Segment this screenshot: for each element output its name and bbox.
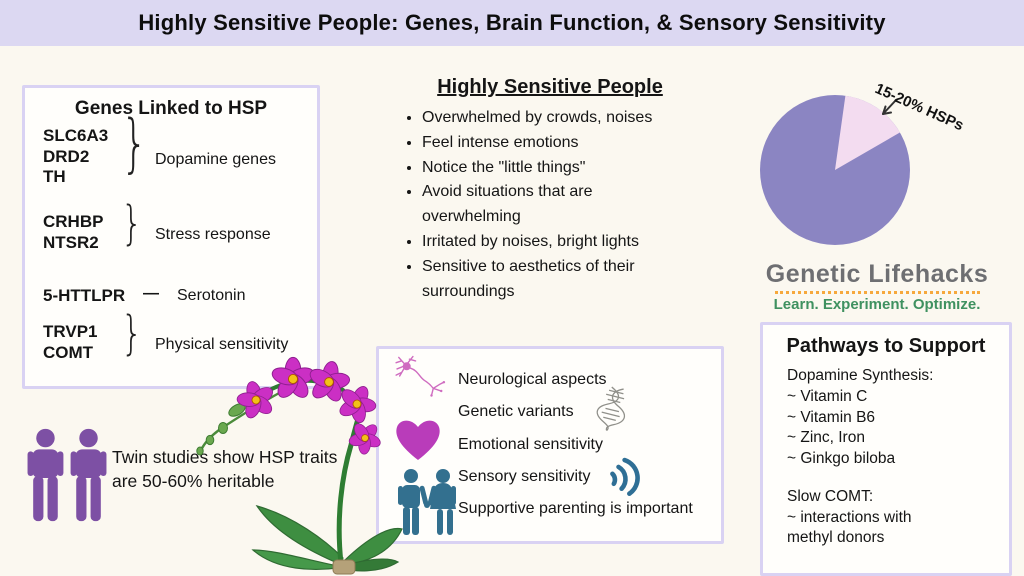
hsp-population-pie-chart: 15-20% HSPs xyxy=(750,58,1010,258)
header-band: Highly Sensitive People: Genes, Brain Fu… xyxy=(0,0,1024,46)
gene-name: DRD2 xyxy=(43,146,90,166)
gene-group-label: Physical sensitivity xyxy=(155,336,289,353)
pathway-item: ~ Vitamin C xyxy=(787,387,868,405)
orchid-illustration xyxy=(196,356,403,575)
brace-connector: } xyxy=(121,197,143,251)
neuron-icon xyxy=(395,355,446,397)
annotation-arrow-icon xyxy=(882,99,897,115)
section-heading: Dopamine Synthesis: xyxy=(787,367,934,384)
twins-heritability-note: Twin studies show HSP traits are 50-60% … xyxy=(112,447,338,491)
gene-group-label: Stress response xyxy=(155,226,271,243)
gene-name: TH xyxy=(43,167,66,187)
pathways-content: Dopamine Synthesis: ~ Vitamin C ~ Vitami… xyxy=(787,366,999,549)
dna-icon xyxy=(596,386,626,431)
gene-group-label: Serotonin xyxy=(177,287,246,304)
gene-name: 5-HTTLPR xyxy=(43,286,126,305)
gene-group-stress: CRHBP NTSR2 xyxy=(43,212,103,253)
aspect-label: Supportive parenting is important xyxy=(458,500,693,517)
pathway-item: ~ Vitamin B6 xyxy=(787,408,876,426)
list-item: Avoid situations that are overwhelming xyxy=(422,180,694,230)
brace-connector: } xyxy=(121,105,148,180)
brace-connector: } xyxy=(121,307,143,361)
gene-name: COMT xyxy=(43,342,94,362)
gene-name: SLC6A3 xyxy=(43,126,109,145)
aspect-label: Genetic variants xyxy=(458,403,574,420)
hsp-traits-section: Highly Sensitive People Overwhelmed by c… xyxy=(392,76,708,304)
hsp-list-title: Highly Sensitive People xyxy=(437,76,663,98)
genes-linked-box: Genes Linked to HSP SLC6A3 DRD2 TH } Dop… xyxy=(22,85,320,389)
list-item: Overwhelmed by crowds, noises xyxy=(422,106,694,131)
dash-connector: — xyxy=(143,285,159,302)
heart-icon xyxy=(396,420,440,460)
twins-icon xyxy=(27,428,107,522)
list-item: Feel intense emotions xyxy=(422,131,694,156)
hsp-trait-list: Overwhelmed by crowds, noises Feel inten… xyxy=(392,106,694,304)
gene-group-serotonin: 5-HTTLPR xyxy=(43,286,125,307)
logo-dotted-divider xyxy=(774,291,980,294)
gene-group-label: Dopamine genes xyxy=(155,151,276,168)
pathway-item: ~ interactions with xyxy=(787,508,912,526)
aspects-box: Neurological aspects Genetic variants Em… xyxy=(376,346,724,544)
aspect-label: Emotional sensitivity xyxy=(458,436,603,453)
logo-tagline: Learn. Experiment. Optimize. xyxy=(773,296,981,313)
genes-box-title: Genes Linked to HSP xyxy=(74,98,268,119)
couple-icon xyxy=(398,469,456,535)
list-item: Notice the "little things" xyxy=(422,156,694,181)
page-title: Highly Sensitive People: Genes, Brain Fu… xyxy=(138,10,886,35)
pathway-item: methyl donors xyxy=(787,529,885,547)
pathway-item: ~ Ginkgo biloba xyxy=(787,450,896,468)
pathways-box-title: Pathways to Support xyxy=(786,335,986,357)
gene-name: CRHBP xyxy=(43,212,104,231)
logo-name: Genetic Lifehacks xyxy=(765,260,989,288)
section-heading: Slow COMT: xyxy=(787,487,874,505)
pathway-item: ~ Zinc, Iron xyxy=(787,429,865,447)
pathways-box: Pathways to Support Dopamine Synthesis: … xyxy=(760,322,1012,576)
gene-name: NTSR2 xyxy=(43,232,99,252)
gene-group-physical: TRVP1 COMT xyxy=(43,322,98,363)
aspect-label: Sensory sensitivity xyxy=(458,468,591,485)
list-item: Irritated by noises, bright lights xyxy=(422,230,694,255)
gene-group-dopamine: SLC6A3 DRD2 TH xyxy=(43,126,108,188)
sound-waves-icon xyxy=(610,457,640,496)
aspect-label: Neurological aspects xyxy=(458,371,607,388)
list-item: Sensitive to aesthetics of their surroun… xyxy=(422,255,694,305)
genetic-lifehacks-logo: Genetic Lifehacks Learn. Experiment. Opt… xyxy=(752,260,1002,313)
pie-chart: 15-20% HSPs xyxy=(760,80,966,245)
gene-name: TRVP1 xyxy=(43,322,98,341)
